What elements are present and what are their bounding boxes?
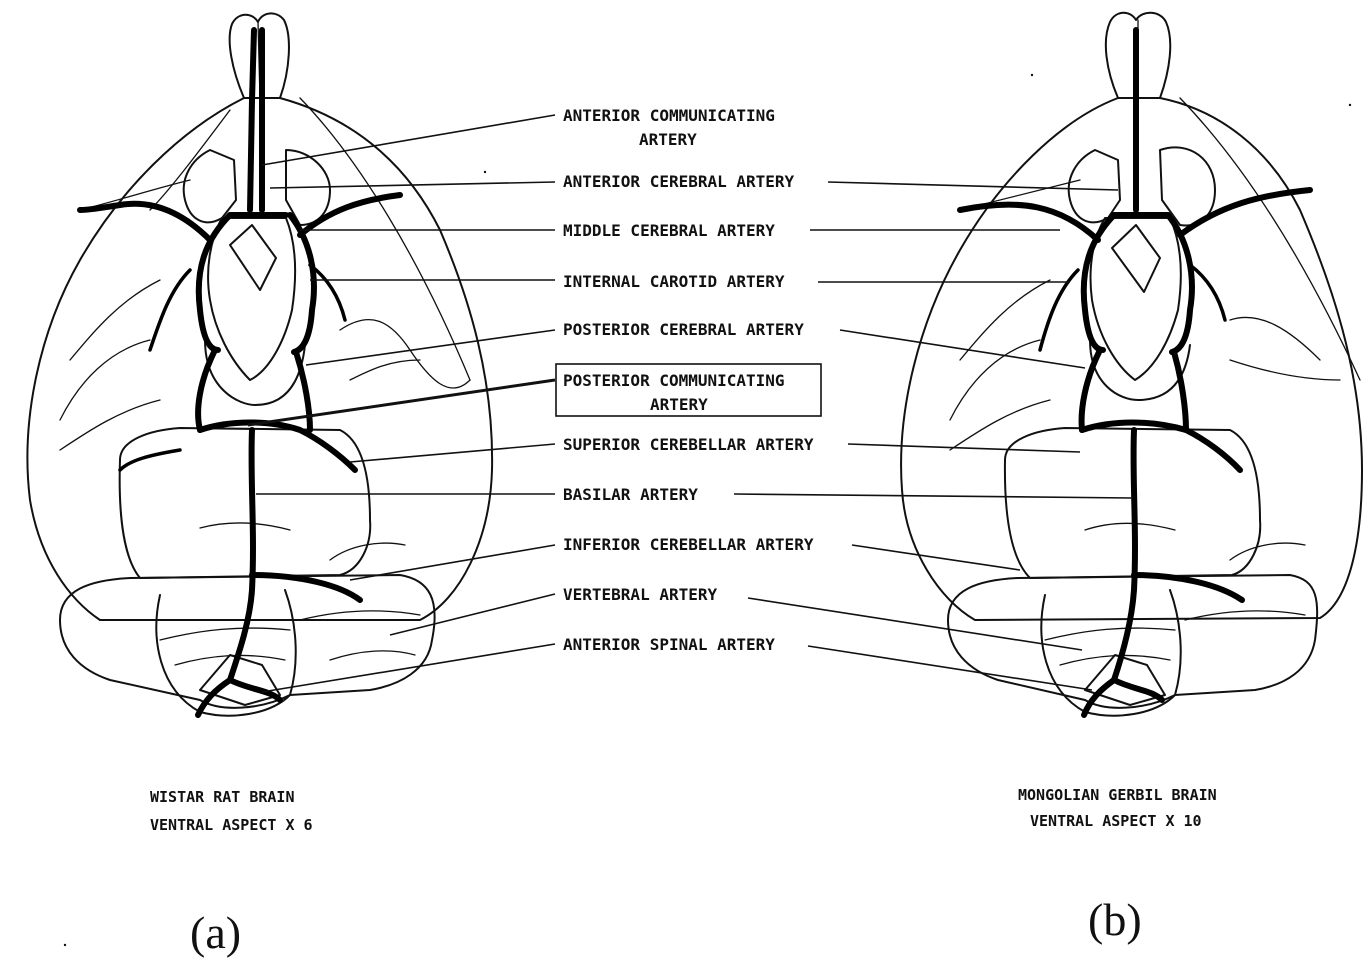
right-caption-line1: MONGOLIAN GERBIL BRAIN (1018, 786, 1217, 804)
label-middle-cerebral: MIDDLE CEREBRAL ARTERY (563, 221, 775, 240)
label-posterior-communicating-line2: ARTERY (650, 395, 708, 414)
label-anterior-communicating: ANTERIOR COMMUNICATING (563, 106, 775, 125)
label-superior-cerebellar: SUPERIOR CEREBELLAR ARTERY (563, 435, 814, 454)
label-anterior-communicating-line2: ARTERY (639, 130, 697, 149)
label-posterior-communicating: POSTERIOR COMMUNICATING (563, 371, 785, 390)
panel-label-a: (a) (190, 907, 241, 958)
left-caption-line2: VENTRAL ASPECT X 6 (150, 816, 313, 834)
label-posterior-cerebral: POSTERIOR CEREBRAL ARTERY (563, 320, 804, 339)
label-anterior-cerebral: ANTERIOR CEREBRAL ARTERY (563, 172, 795, 191)
label-vertebral: VERTEBRAL ARTERY (563, 585, 717, 604)
label-basilar: BASILAR ARTERY (563, 485, 698, 504)
stray-dot (1349, 104, 1351, 106)
left-caption-line1: WISTAR RAT BRAIN (150, 788, 295, 806)
artery-labels: ANTERIOR COMMUNICATING ARTERY ANTERIOR C… (563, 106, 814, 654)
label-internal-carotid: INTERNAL CAROTID ARTERY (563, 272, 785, 291)
panel-label-b: (b) (1088, 894, 1142, 945)
label-inferior-cerebellar: INFERIOR CEREBELLAR ARTERY (563, 535, 814, 554)
gerbil-brain-drawing (901, 13, 1362, 716)
stray-dot (1031, 74, 1033, 76)
label-anterior-spinal: ANTERIOR SPINAL ARTERY (563, 635, 775, 654)
stray-dot (484, 171, 486, 173)
rat-brain-drawing (27, 13, 492, 715)
right-caption-line2: VENTRAL ASPECT X 10 (1030, 812, 1202, 830)
stray-dot (64, 944, 66, 946)
